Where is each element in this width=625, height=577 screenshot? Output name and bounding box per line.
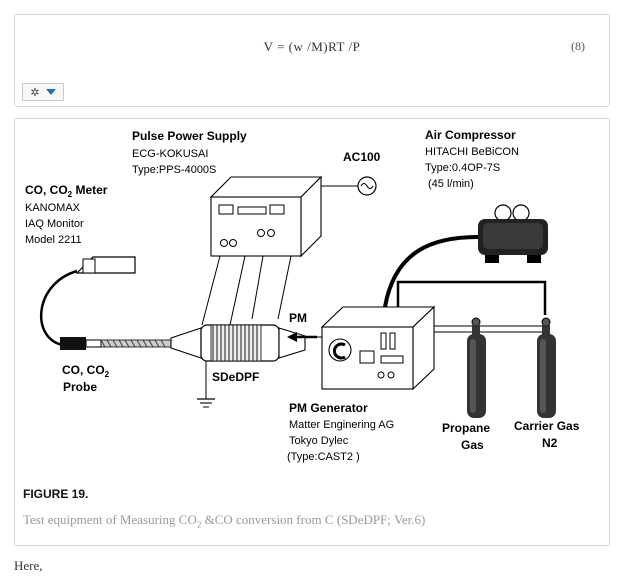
air-compressor-type: Type:0.4OP-7S <box>425 162 500 174</box>
co-meter-title: CO, CO2 Meter <box>25 183 108 199</box>
pulse-power-title: Pulse Power Supply <box>132 129 247 143</box>
pm-label: PM <box>289 311 307 325</box>
pm-generator-title: PM Generator <box>289 401 368 415</box>
sdedpf-label: SDeDPF <box>212 370 259 384</box>
body-paragraph: Here, <box>14 558 43 573</box>
pm-generator-dist: Tokyo Dylec <box>289 435 349 447</box>
propane-label: Propane <box>442 421 490 435</box>
figure-label: FIGURE 19. <box>23 487 89 501</box>
pm-generator-maker: Matter Enginering AG <box>289 419 394 431</box>
co-meter-number: Model 2211 <box>25 234 82 246</box>
gear-icon: ✲ <box>30 85 40 99</box>
ac100-label: AC100 <box>343 150 381 164</box>
figure-caption: Test equipment of Measuring CO2 &CO conv… <box>23 512 426 530</box>
pulse-power-type: Type:PPS-4000S <box>132 164 216 176</box>
pm-generator-box <box>320 305 436 391</box>
equation-panel: V = (w /M)RT /P (8) ✲ <box>14 14 610 107</box>
caret-down-icon <box>45 89 56 95</box>
air-compressor-flow: (45 l/min) <box>428 178 474 190</box>
pulse-power-box <box>209 175 323 258</box>
co-probe <box>60 337 172 350</box>
equation-number: (8) <box>571 39 585 53</box>
carrier-label: Carrier Gas <box>514 419 580 433</box>
figure-panel: Pulse Power Supply ECG-KOKUSAI Type:PPS-… <box>14 118 610 546</box>
apparatus-diagram: Pulse Power Supply ECG-KOKUSAI Type:PPS-… <box>25 128 580 463</box>
propane-label-2: Gas <box>461 438 484 452</box>
carrier-gas-cylinder <box>537 317 556 418</box>
air-compressor-unit <box>478 204 548 263</box>
sdedpf-filter <box>170 324 306 362</box>
pm-generator-type: (Type:CAST2 ) <box>287 451 360 463</box>
pulse-power-maker: ECG-KOKUSAI <box>132 148 208 160</box>
carrier-label-2: N2 <box>542 436 558 450</box>
propane-cylinder <box>467 317 486 418</box>
equation-menu-button[interactable]: ✲ <box>22 83 64 101</box>
air-compressor-title: Air Compressor <box>425 128 516 142</box>
air-compressor-maker: HITACHI BeBiCON <box>425 146 519 158</box>
equation-formula: V = (w /M)RT /P <box>263 39 361 54</box>
co-meter-maker: KANOMAX <box>25 202 81 214</box>
co-meter-model: IAQ Monitor <box>25 218 84 230</box>
probe-label: CO, CO2 <box>62 363 110 379</box>
co-meter-device <box>75 256 136 274</box>
probe-label-2: Probe <box>63 380 97 394</box>
